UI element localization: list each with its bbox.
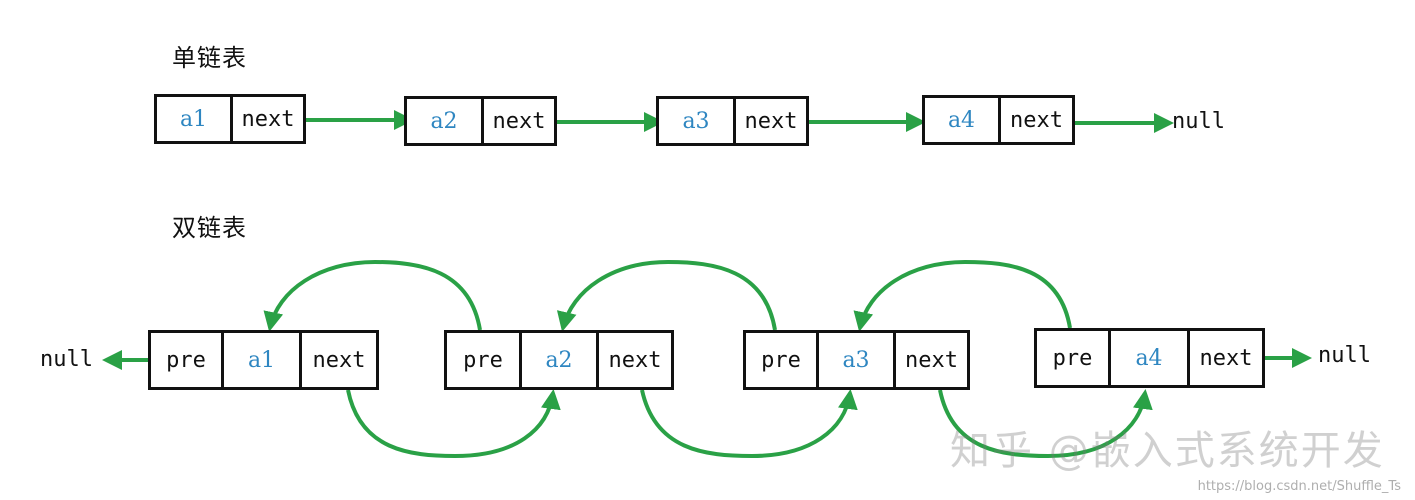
node-next-cell: next <box>299 333 376 387</box>
node-next-cell: next <box>893 333 967 387</box>
pre-arrow-a2-a1 <box>263 259 482 332</box>
next-arrow-a2-a3 <box>640 389 858 459</box>
single-tail-null: null <box>1172 109 1225 134</box>
double-node-a1: pre a1 next <box>148 330 379 390</box>
node-pre-cell: pre <box>1052 345 1093 371</box>
node-data-cell: a3 <box>682 108 710 134</box>
pre-arrow-a3-a2 <box>556 259 777 332</box>
double-head-null: null <box>40 347 93 372</box>
node-pre-cell: pre <box>761 347 801 373</box>
node-next-cell: next <box>733 99 806 143</box>
node-data-cell: a1 <box>221 333 299 387</box>
single-node-a4: a4 next <box>922 95 1075 145</box>
node-data-cell: a2 <box>430 108 458 134</box>
double-node-a3: pre a3 next <box>743 330 970 390</box>
node-data-cell: a4 <box>947 107 976 133</box>
pre-arrow-a4-a3 <box>853 259 1072 332</box>
source-url-text: https://blog.csdn.net/Shuffle_Ts <box>1197 479 1401 494</box>
single-node-a1: a1 next <box>154 94 306 144</box>
watermark-text: 知乎 @嵌入式系统开发 <box>950 428 1385 474</box>
node-pre-cell: pre <box>463 347 503 373</box>
node-data-cell: a4 <box>1108 331 1187 385</box>
single-list-title: 单链表 <box>172 44 247 72</box>
double-tail-null: null <box>1318 343 1371 368</box>
node-data-cell: a3 <box>816 333 893 387</box>
single-node-a2: a2 next <box>404 96 557 146</box>
node-next-cell: next <box>230 97 303 141</box>
node-data-cell: a1 <box>179 106 208 132</box>
double-node-a2: pre a2 next <box>444 330 674 390</box>
node-pre-cell: pre <box>166 347 206 373</box>
single-node-a3: a3 next <box>656 96 809 146</box>
next-arrow-a3-a4 <box>938 389 1153 459</box>
node-next-cell: next <box>998 98 1072 142</box>
next-arrow-a1-a2 <box>346 389 561 459</box>
node-next-cell: next <box>1187 331 1262 385</box>
double-node-a4: pre a4 next <box>1034 328 1265 388</box>
node-next-cell: next <box>481 99 554 143</box>
node-data-cell: a2 <box>519 333 596 387</box>
double-list-title: 双链表 <box>172 214 247 242</box>
node-next-cell: next <box>596 333 671 387</box>
